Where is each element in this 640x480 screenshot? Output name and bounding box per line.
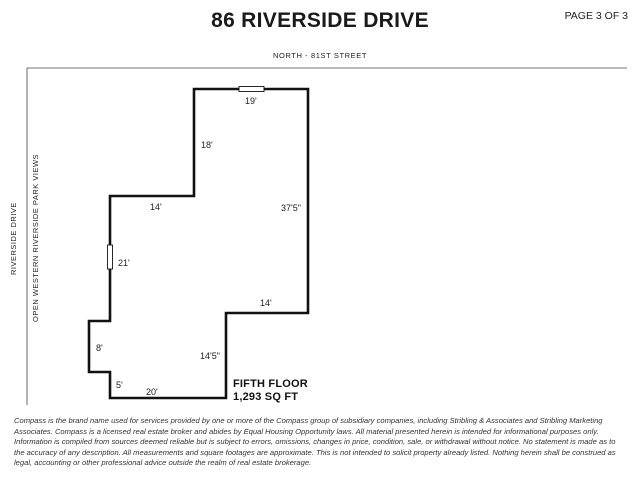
dimension-bottom: 20' <box>146 387 158 397</box>
window-west <box>107 244 113 270</box>
floor-name: FIFTH FLOOR <box>233 378 308 390</box>
floor-outline <box>87 87 310 400</box>
dimension-small-left: 5' <box>116 380 123 390</box>
dimension-step: 14' <box>260 298 272 308</box>
dimension-upper-left: 18' <box>201 140 213 150</box>
window-north <box>238 86 265 92</box>
page-title: 86 RIVERSIDE DRIVE <box>211 9 429 32</box>
park-views-label: OPEN WESTERN RIVERSIDE PARK VIEWS <box>31 153 40 322</box>
dimension-lower-right: 14'5" <box>200 351 220 361</box>
dimension-bump: 8' <box>96 343 103 353</box>
dimension-left: 21' <box>118 258 130 268</box>
north-street-label: NORTH - 81ST STREET <box>272 51 368 60</box>
floor-area: 1,293 SQ FT <box>233 391 299 403</box>
page-number: PAGE 3 OF 3 <box>564 10 628 22</box>
dimension-middle-left: 14' <box>150 202 162 212</box>
floor-plan-drawing <box>26 67 627 405</box>
legal-disclaimer: Compass is the brand name used for servi… <box>14 416 616 468</box>
dimension-right: 37'5" <box>281 203 301 213</box>
riverside-drive-label: RIVERSIDE DRIVE <box>9 202 18 275</box>
dimension-top: 19' <box>245 96 257 106</box>
